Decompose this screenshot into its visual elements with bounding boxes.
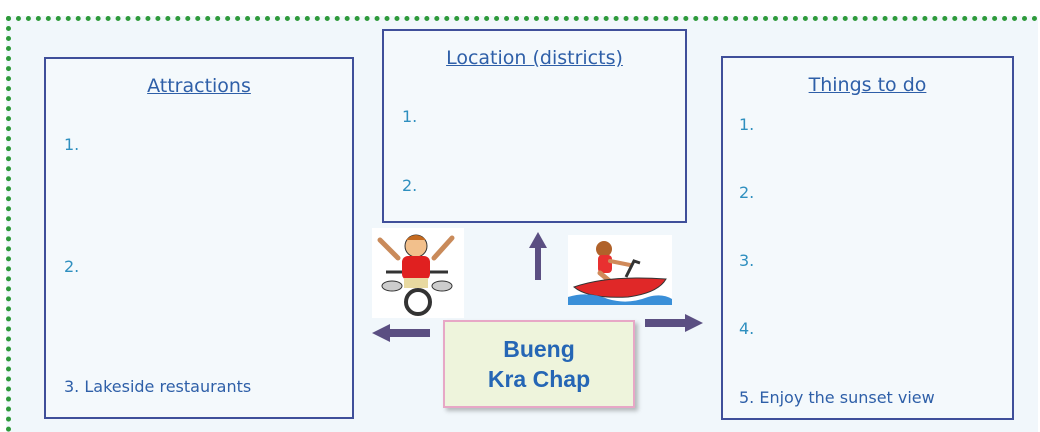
things-to-do-title: Things to do [808, 74, 927, 96]
arrow-left-icon [372, 324, 430, 342]
center-topic-line-1: Bueng [503, 336, 575, 362]
things-to-do-box: Things to do 1. 2. 3. 4. 5. Enjoy the su… [721, 56, 1014, 420]
attractions-box: Attractions 1. 2. 3. Lakeside restaurant… [44, 57, 354, 419]
arrow-right-icon [645, 314, 703, 332]
attractions-item-2: 2. [64, 257, 80, 276]
location-item-1: 1. [402, 107, 418, 126]
things-item-5: 5. Enjoy the sunset view [739, 388, 935, 407]
things-item-1: 1. [739, 115, 755, 134]
things-item-3: 3. [739, 251, 755, 270]
things-item-2: 2. [739, 183, 755, 202]
attractions-title: Attractions [147, 75, 251, 97]
jet-ski-illustration [568, 235, 672, 305]
center-topic-line-2: Kra Chap [487, 366, 591, 392]
location-item-2: 2. [402, 176, 418, 195]
location-title: Location (districts) [446, 47, 623, 69]
attractions-item-3: 3. Lakeside restaurants [64, 377, 252, 396]
cyclist-illustration [372, 228, 464, 318]
things-item-4: 4. [739, 319, 755, 338]
location-box: Location (districts) 1. 2. [382, 29, 687, 223]
attractions-item-1: 1. [64, 135, 80, 154]
center-topic-box: Bueng Kra Chap [443, 320, 635, 408]
arrow-up-icon [529, 232, 547, 280]
